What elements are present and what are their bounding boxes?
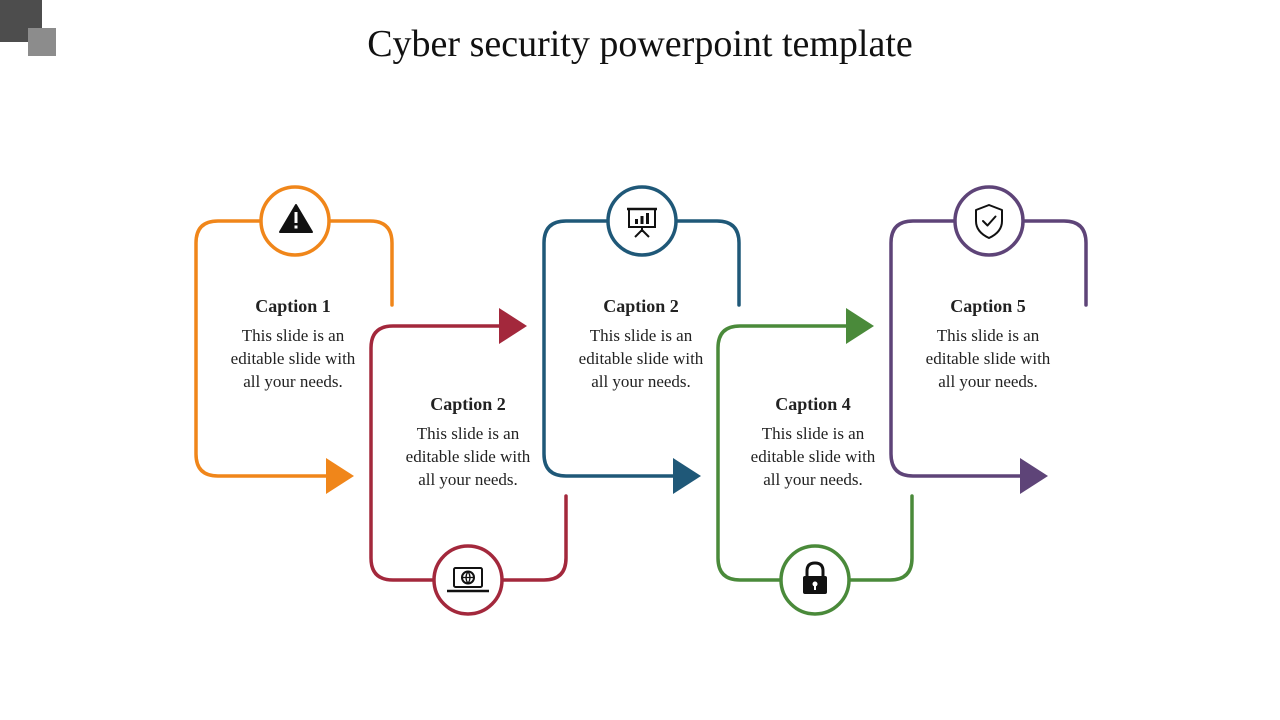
step-3-caption: Caption 2 bbox=[603, 296, 679, 316]
warning-icon bbox=[279, 204, 313, 233]
step-5-arrowhead bbox=[1020, 458, 1048, 494]
step-1-arrowhead bbox=[326, 458, 354, 494]
step-2-frame-right bbox=[501, 494, 568, 582]
step-5-caption: Caption 5 bbox=[950, 296, 1026, 316]
step-1-caption: Caption 1 bbox=[255, 296, 331, 316]
step-5-frame bbox=[889, 219, 1024, 478]
step-1-icon-circle bbox=[259, 185, 331, 257]
step-3-text: This slide is an editable slide with all… bbox=[578, 326, 704, 391]
step-2-text: This slide is an editable slide with all… bbox=[405, 424, 531, 489]
shield-check-icon bbox=[975, 204, 1003, 239]
step-5-caption-block: Caption 5 This slide is an editable slid… bbox=[918, 294, 1058, 393]
step-2-caption-block: Caption 2 This slide is an editable slid… bbox=[398, 392, 538, 491]
corner-decoration-light bbox=[28, 28, 56, 56]
step-1-text: This slide is an editable slide with all… bbox=[230, 326, 356, 391]
step-2-caption: Caption 2 bbox=[430, 394, 506, 414]
step-4-frame-right bbox=[848, 494, 914, 582]
step-2-frame bbox=[369, 324, 502, 582]
step-3-frame-right bbox=[675, 219, 741, 307]
step-3-caption-block: Caption 2 This slide is an editable slid… bbox=[571, 294, 711, 393]
step-1-caption-block: Caption 1 This slide is an editable slid… bbox=[223, 294, 363, 393]
step-1-frame-right bbox=[328, 219, 394, 307]
slide-title: Cyber security powerpoint template bbox=[367, 23, 913, 65]
presentation-chart-icon bbox=[627, 207, 657, 238]
step-3-arrowhead bbox=[673, 458, 701, 494]
step-2-arrowhead bbox=[499, 308, 527, 344]
step-5-frame-right bbox=[1022, 219, 1088, 307]
step-4-arrowhead bbox=[846, 308, 874, 344]
laptop-globe-icon bbox=[447, 567, 489, 593]
padlock-icon bbox=[803, 561, 827, 594]
step-3-icon-circle bbox=[606, 185, 678, 257]
step-2-icon-circle bbox=[432, 544, 504, 616]
step-5-icon-circle bbox=[953, 185, 1025, 257]
step-3-frame bbox=[542, 219, 678, 478]
step-4-caption-block: Caption 4 This slide is an editable slid… bbox=[743, 392, 883, 491]
step-4-text: This slide is an editable slide with all… bbox=[750, 424, 876, 489]
step-4-icon-circle bbox=[779, 544, 851, 616]
step-1-frame bbox=[194, 219, 332, 478]
step-5-text: This slide is an editable slide with all… bbox=[925, 326, 1051, 391]
step-4-caption: Caption 4 bbox=[775, 394, 851, 414]
step-4-frame bbox=[716, 324, 850, 582]
